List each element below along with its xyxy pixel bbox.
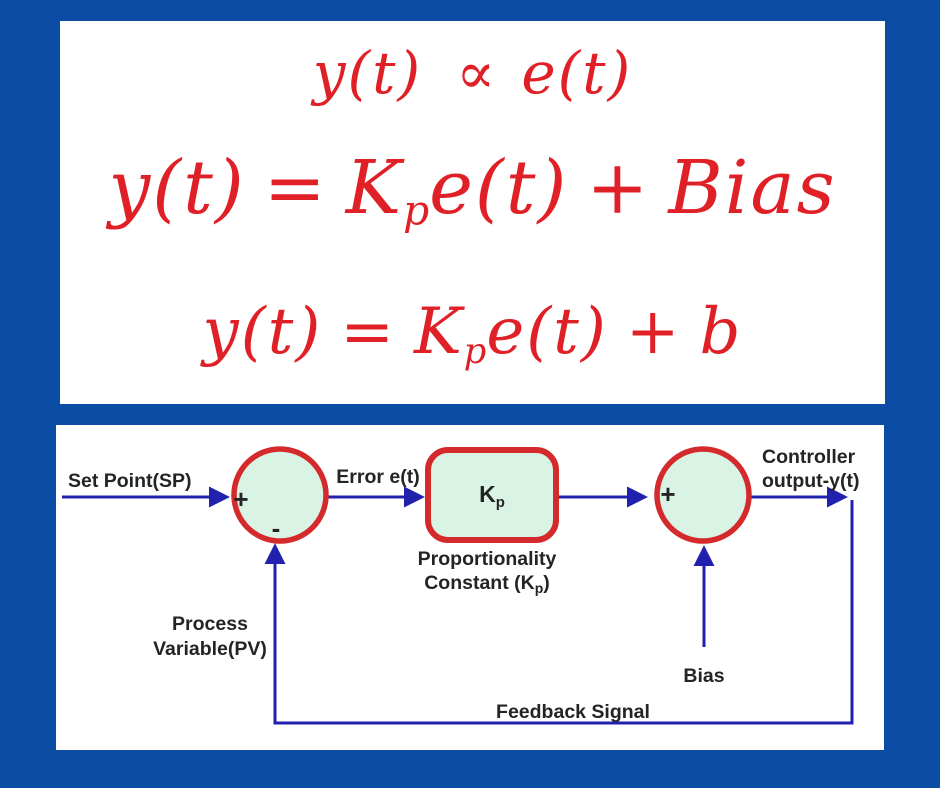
eq2-gain-subscript: p xyxy=(403,186,430,235)
process-variable-label-line2: Variable(PV) xyxy=(153,638,267,660)
eq3-error: e(t) xyxy=(486,295,608,369)
equation-with-b: y(t)=Kpe(t)+b xyxy=(60,295,885,372)
eq3-gain-subscript: p xyxy=(463,330,487,372)
equals-symbol: = xyxy=(263,145,328,231)
eq2-lhs: y(t) xyxy=(108,145,246,231)
bias-label: Bias xyxy=(683,665,724,687)
equations-panel: y(t)∝e(t) y(t)=Kpe(t)+Bias y(t)=Kpe(t)+b xyxy=(60,21,885,404)
summing-junction-2 xyxy=(654,446,752,544)
control-loop-diagram: + - Kp + Set Point(SP) Error e(t) Contro… xyxy=(62,446,859,725)
feedback-path xyxy=(264,500,854,725)
feedback-signal-label: Feedback Signal xyxy=(496,701,650,723)
sum1-plus-sign: + xyxy=(233,484,248,514)
plus-symbol: + xyxy=(586,145,651,231)
kp-gain-block xyxy=(425,447,559,543)
eq2-error: e(t) xyxy=(429,145,569,231)
eq3-gain: K xyxy=(413,295,464,369)
controller-output-label-line1: Controller xyxy=(762,446,856,468)
plus-symbol: + xyxy=(625,295,682,369)
proportionality-label-line2: Constant (Kp) xyxy=(424,572,550,596)
eq3-bias: b xyxy=(699,295,743,369)
sum2-plus-sign: + xyxy=(660,479,675,509)
sum1-minus-sign: - xyxy=(272,513,281,543)
eq2-gain: K xyxy=(345,145,404,231)
eq1-rhs: e(t) xyxy=(521,39,633,107)
proportionality-label-line1: Proportionality xyxy=(418,548,557,570)
block-diagram-panel: + - Kp + Set Point(SP) Error e(t) Contro… xyxy=(56,425,884,750)
equals-symbol: = xyxy=(340,295,396,369)
error-label: Error e(t) xyxy=(336,466,419,488)
eq2-bias: Bias xyxy=(668,145,837,231)
equation-with-bias: y(t)=Kpe(t)+Bias xyxy=(60,145,885,234)
controller-output-label-line2: output-y(t) xyxy=(762,470,859,492)
eq1-lhs: y(t) xyxy=(312,39,423,107)
setpoint-label: Set Point(SP) xyxy=(68,470,192,492)
eq3-lhs: y(t) xyxy=(202,295,323,369)
process-variable-label-line1: Process xyxy=(172,613,248,635)
kp-block-label: Kp xyxy=(479,481,505,511)
equation-proportional: y(t) ∝ e(t) xyxy=(60,39,885,107)
summing-junction-1 xyxy=(231,446,329,544)
proportional-to-symbol: ∝ xyxy=(456,39,498,107)
